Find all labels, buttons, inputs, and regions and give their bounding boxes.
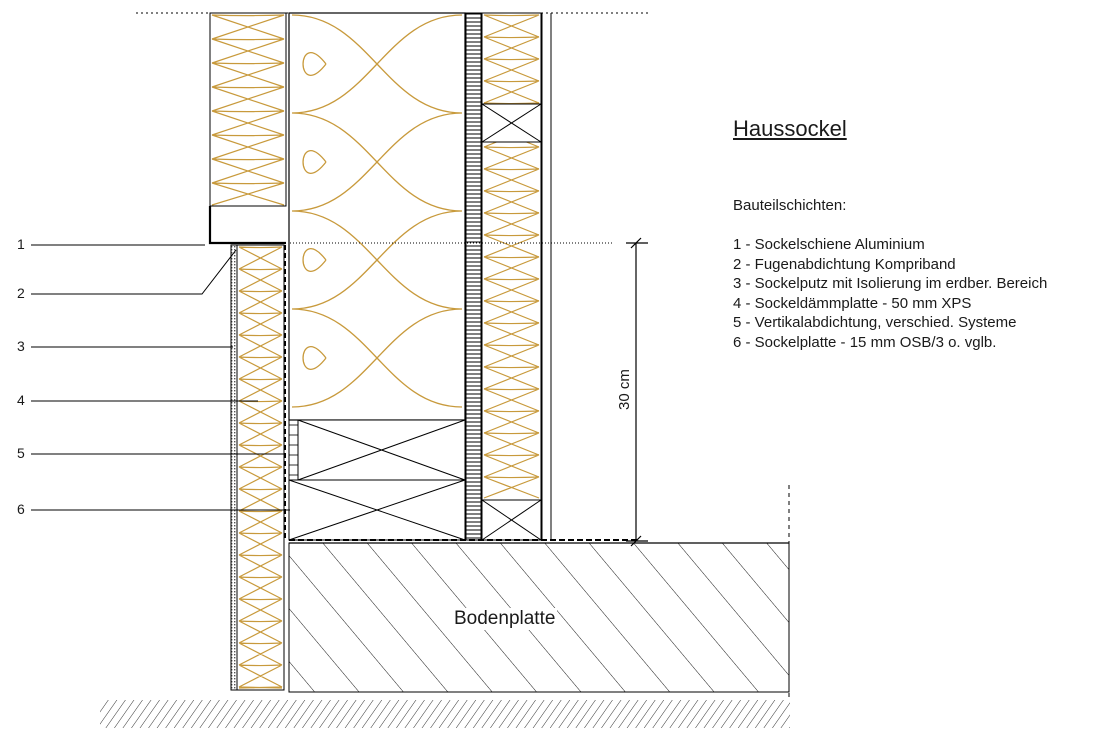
callout-6: 6 [17,501,25,517]
legend-item: 5 - Vertikalabdichtung, verschied. Syste… [733,314,1017,331]
inner-sheathing [465,12,482,541]
legend-item: 2 - Fugenabdichtung Kompriband [733,255,956,273]
legend-item: 1 - Sockelschiene Aluminium [733,236,925,253]
interior-cladding [541,13,552,540]
upper-exterior-insulation [209,12,287,207]
diagram-title: Haussockel [733,116,847,141]
callout-3: 3 [17,338,25,354]
callout-2: 2 [17,285,25,301]
layer-legend: 1 - Sockelschiene Aluminium 2 - Fugenabd… [733,235,1047,352]
callout-leaders [31,244,290,511]
slab-label: Bodenplatte [452,608,558,630]
service-insulation [481,12,542,541]
legend-item: 6 - Sockelplatte - 15 mm OSB/3 o. vglb. [733,333,997,351]
main-wall-insulation [288,12,466,421]
ground-hatch [100,700,790,728]
sill-timbers [288,419,466,541]
leader-2 [31,249,237,295]
callout-1: 1 [17,236,25,252]
dimension-30cm [626,237,648,547]
plinth-insulation [236,244,285,691]
dimension-label: 30 cm [616,369,633,410]
legend-item: 3 - Sockelputz mit Isolierung im erdber.… [733,275,1048,292]
legend-item: 4 - Sockeldämmplatte - 50 mm XPS [733,294,972,312]
plinth-rail [208,206,286,245]
legend-heading: Bauteilschichten: [733,197,847,214]
plinth-plaster [230,244,238,691]
callout-5: 5 [17,445,25,461]
callout-4: 4 [17,392,25,408]
